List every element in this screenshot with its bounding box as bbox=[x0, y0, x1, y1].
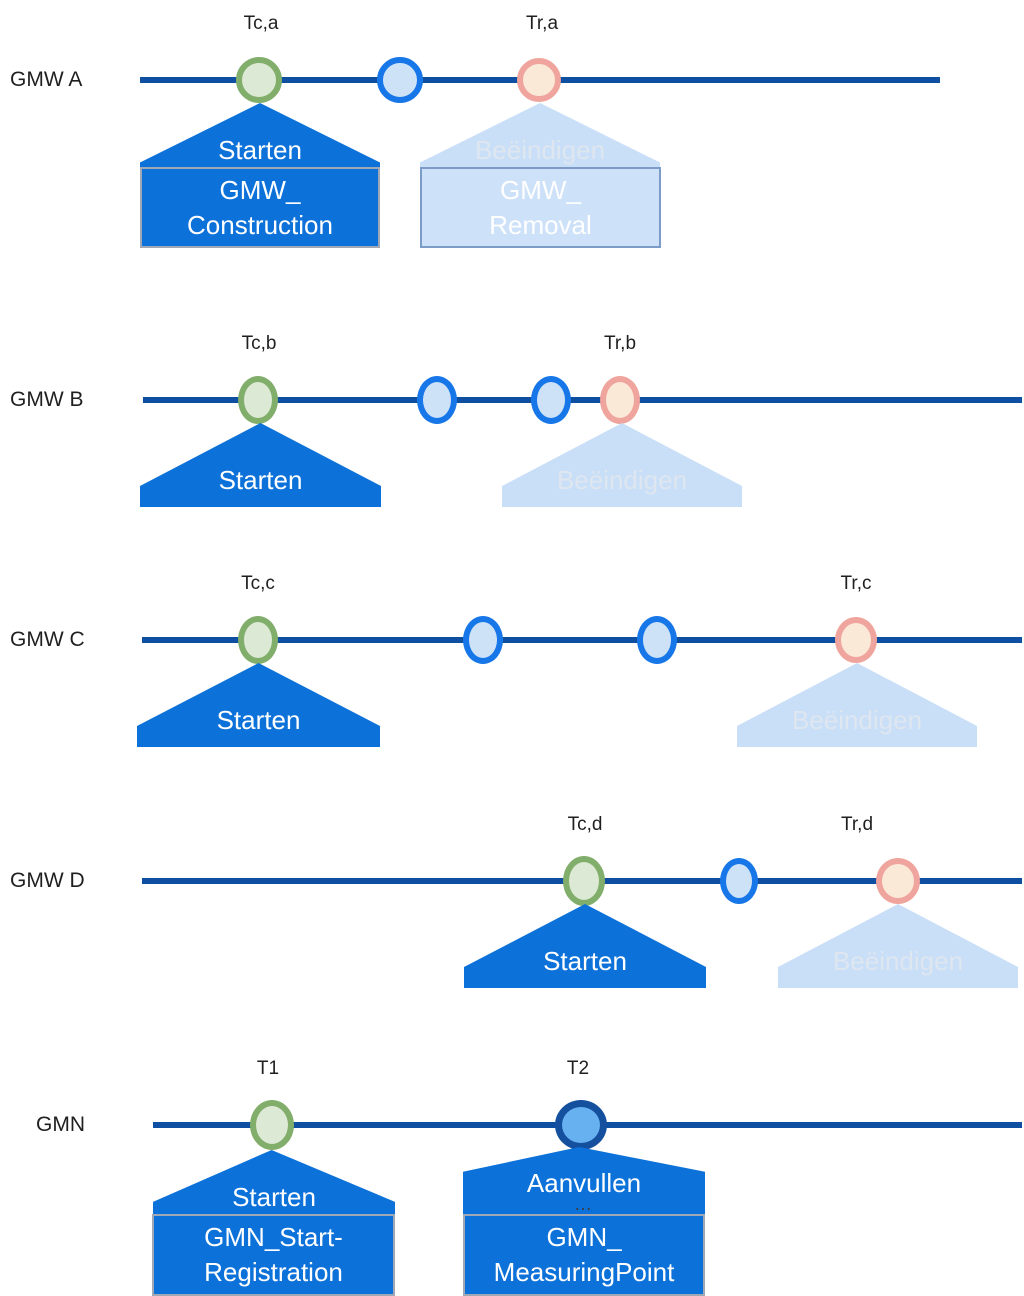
row-label-gmw-d: GMW D bbox=[10, 869, 85, 892]
event-marker-construction bbox=[238, 616, 278, 664]
row-label-gmw-c: GMW C bbox=[10, 628, 85, 651]
time-label-trd: Tr,d bbox=[840, 814, 874, 835]
callout-starten: Starten bbox=[137, 663, 380, 747]
time-label-trb: Tr,b bbox=[603, 333, 637, 354]
row-label-gmw-b: GMW B bbox=[10, 388, 84, 411]
event-marker-intermediate bbox=[463, 616, 503, 664]
callout-label: Aanvullen bbox=[526, 1168, 642, 1198]
callout-label: Starten bbox=[216, 705, 301, 735]
box-line-1: GMN_Start- bbox=[204, 1222, 343, 1252]
callout-aanvullen: Aanvullen … bbox=[463, 1147, 705, 1214]
time-label-t2: T2 bbox=[566, 1058, 590, 1079]
event-marker-removal bbox=[835, 617, 877, 663]
callout-starten: Starten bbox=[464, 904, 706, 988]
box-line-2: Registration bbox=[204, 1257, 343, 1287]
time-label-tcb: Tc,b bbox=[241, 333, 277, 354]
event-marker-removal bbox=[600, 376, 640, 424]
box-line-2: Removal bbox=[489, 209, 592, 240]
callout-starten: Starten bbox=[153, 1150, 395, 1214]
callout-label: Beëindigen bbox=[791, 705, 923, 735]
callout-beeindigen: Beëindigen bbox=[502, 423, 742, 507]
event-marker-measuring-point bbox=[555, 1100, 607, 1150]
callout-label: Beëindigen bbox=[556, 465, 688, 495]
event-marker-construction bbox=[563, 856, 605, 906]
row-label-gmw-a: GMW A bbox=[10, 68, 83, 91]
callout-label: Starten bbox=[218, 465, 303, 495]
time-label-trc: Tr,c bbox=[840, 573, 872, 594]
event-marker-intermediate bbox=[531, 376, 571, 424]
box-line-2: Construction bbox=[187, 209, 333, 240]
box-line-2: MeasuringPoint bbox=[493, 1257, 675, 1287]
event-marker-intermediate bbox=[720, 858, 758, 904]
callout-starten: Starten bbox=[140, 423, 381, 507]
callout-starten: Starten bbox=[140, 103, 380, 167]
time-label-tcc: Tc,c bbox=[241, 573, 275, 594]
callout-box-gmn-measuring-point: GMN_ MeasuringPoint bbox=[463, 1214, 705, 1296]
time-label-tca: Tc,a bbox=[243, 13, 279, 34]
time-label-tcd: Tc,d bbox=[567, 814, 603, 835]
event-marker-removal bbox=[876, 858, 920, 904]
box-line-1: GMN_ bbox=[546, 1222, 622, 1252]
callout-box-gmn-start-registration: GMN_Start- Registration bbox=[152, 1214, 395, 1296]
callout-beeindigen: Beëindigen bbox=[420, 103, 660, 167]
callout-label: Starten bbox=[232, 1182, 316, 1212]
callout-label: Beëindigen bbox=[832, 946, 964, 976]
timeline-line bbox=[142, 637, 1022, 643]
timeline-line bbox=[143, 397, 1022, 403]
callout-label: Starten bbox=[218, 135, 302, 165]
event-marker-start-registration bbox=[250, 1100, 294, 1150]
event-marker-intermediate bbox=[377, 57, 423, 103]
time-label-tra: Tr,a bbox=[525, 13, 559, 34]
event-marker-intermediate bbox=[417, 376, 457, 424]
event-marker-removal bbox=[517, 58, 561, 102]
ellipsis-dots: … bbox=[574, 1194, 594, 1214]
event-marker-intermediate bbox=[637, 616, 677, 664]
callout-box-gmw-construction: GMW_ Construction bbox=[140, 167, 380, 248]
event-marker-construction bbox=[236, 57, 282, 103]
event-marker-construction bbox=[238, 376, 278, 424]
callout-beeindigen: Beëindigen bbox=[737, 663, 977, 747]
callout-beeindigen: Beëindigen bbox=[778, 904, 1018, 988]
time-label-t1: T1 bbox=[256, 1058, 280, 1079]
box-line-1: GMW_ bbox=[219, 174, 301, 205]
callout-label: Starten bbox=[543, 946, 627, 976]
callout-box-gmw-removal: GMW_ Removal bbox=[420, 167, 661, 248]
row-label-gmn: GMN bbox=[36, 1113, 85, 1136]
callout-label: Beëindigen bbox=[474, 135, 606, 165]
box-line-1: GMW_ bbox=[500, 174, 581, 205]
